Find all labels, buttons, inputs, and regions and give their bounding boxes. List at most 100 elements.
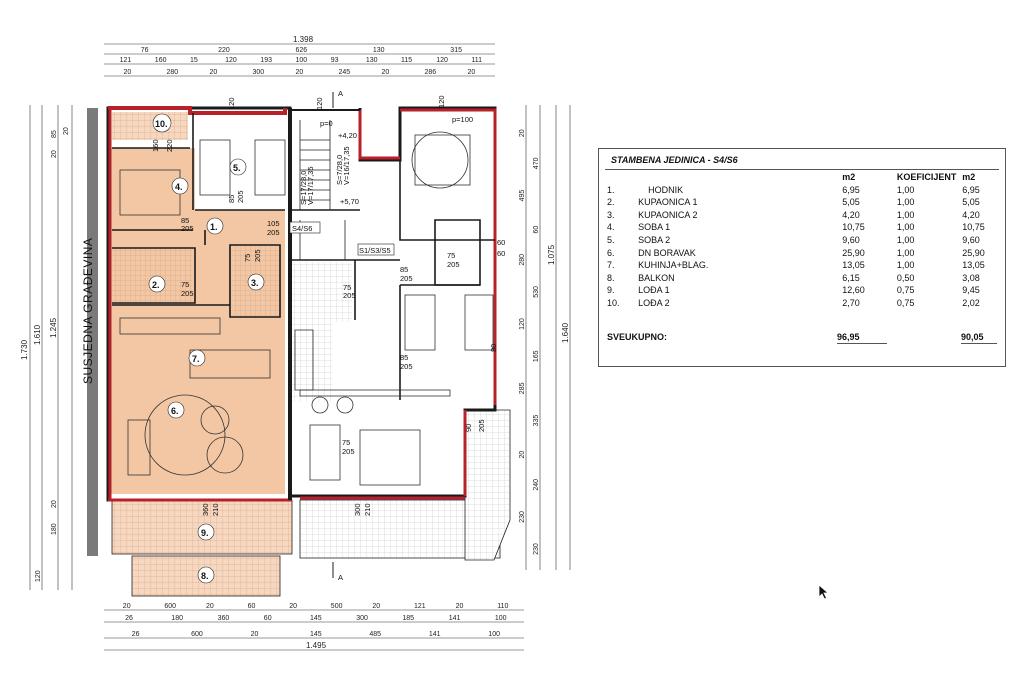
dim-label: 26 xyxy=(132,631,140,638)
level-p0: p=0 xyxy=(320,119,333,128)
area-cell-k: 1,00 xyxy=(896,222,915,233)
dim-label: 20 xyxy=(519,129,526,137)
dim-label: 20 xyxy=(382,69,390,76)
door-dims: 85 205 75 205 75 205 85 205 105 205 75 2… xyxy=(151,95,505,516)
total-m2: 96,95 xyxy=(837,332,860,342)
left-total2-dim: 1.610 xyxy=(33,324,42,345)
area-cell-m2: 4,20 xyxy=(842,209,860,220)
svg-text:205: 205 xyxy=(343,291,356,300)
area-cell-name: SOBA 1 xyxy=(638,222,671,233)
area-cell-num: 8. xyxy=(607,272,615,283)
dim-label: 145 xyxy=(310,615,322,622)
svg-text:85: 85 xyxy=(51,130,58,138)
dim-label: 300 xyxy=(253,69,265,76)
svg-text:120: 120 xyxy=(227,97,236,110)
room-9-number: 9. xyxy=(201,528,209,538)
svg-text:205: 205 xyxy=(400,274,413,283)
area-cell-m2: 5,05 xyxy=(842,197,860,208)
dim-label: 20 xyxy=(468,69,476,76)
dim-label: 335 xyxy=(533,415,540,427)
svg-text:85: 85 xyxy=(227,195,236,203)
svg-text:210: 210 xyxy=(211,503,220,516)
inner-walls xyxy=(112,113,495,400)
floor-plan: SUSJEDNA GRAĐEVINA xyxy=(20,35,571,651)
svg-text:160: 160 xyxy=(151,139,160,152)
area-cell-num: 1. xyxy=(607,184,615,195)
svg-text:20: 20 xyxy=(63,127,70,135)
svg-text:75: 75 xyxy=(243,254,252,262)
area-cell-m2b: 13,05 xyxy=(962,260,985,271)
area-cell-name: LOĐA 1 xyxy=(638,285,670,296)
dim-label: 165 xyxy=(533,350,540,362)
dim-label: 193 xyxy=(260,57,272,64)
svg-text:205: 205 xyxy=(342,447,355,456)
dim-label: 286 xyxy=(425,69,437,76)
header-m2b: m2 xyxy=(962,172,976,182)
dim-label: 20 xyxy=(289,603,297,610)
area-table: STAMBENA JEDINICA - S4/S6 m2 KOEFICIJENT… xyxy=(598,148,1006,367)
room-10-number: 10. xyxy=(155,119,168,129)
dim-label: 230 xyxy=(519,511,526,523)
area-cell-k: 1,00 xyxy=(896,209,915,220)
area-cell-num: 7. xyxy=(607,260,615,271)
dim-label: 160 xyxy=(155,57,167,64)
dim-label: 20 xyxy=(124,69,132,76)
area-cell-k: 1,00 xyxy=(896,197,915,208)
svg-text:75: 75 xyxy=(447,251,455,260)
furniture xyxy=(119,131,494,486)
dim-label: 115 xyxy=(401,57,412,64)
dim-label: 120 xyxy=(225,57,237,64)
terrace-right-balcony xyxy=(464,409,511,561)
loggia-10 xyxy=(112,112,188,140)
dim-label: 600 xyxy=(191,631,203,638)
dim-label: 285 xyxy=(519,382,526,394)
dim-label: 141 xyxy=(429,631,441,638)
section-mark-top: A xyxy=(338,89,343,98)
bathroom-right xyxy=(292,262,352,322)
svg-text:105: 105 xyxy=(267,219,280,228)
svg-text:60: 60 xyxy=(497,249,505,258)
area-cell-num: 2. xyxy=(607,197,615,208)
area-cell-m2b: 4,20 xyxy=(962,209,980,220)
area-cell-name: BALKON xyxy=(638,272,675,283)
dim-label: 60 xyxy=(533,226,540,234)
top-dimensions xyxy=(104,43,495,77)
dim-label: 145 xyxy=(310,631,322,638)
dim-label: 20 xyxy=(123,603,131,610)
room-8-number: 8. xyxy=(201,571,209,581)
svg-text:120: 120 xyxy=(35,570,42,582)
dim-label: 93 xyxy=(331,57,339,64)
area-cell-num: 10. xyxy=(607,297,620,308)
svg-text:120: 120 xyxy=(315,97,324,110)
stair-spec-3: S=7/28,0 xyxy=(335,155,344,185)
stair-spec-2: V=17/17,35 xyxy=(306,166,315,205)
total-label: SVEUKUPNO: xyxy=(607,332,668,342)
svg-text:205: 205 xyxy=(447,260,460,269)
area-cell-m2: 9,60 xyxy=(842,234,860,245)
area-cell-m2b: 5,05 xyxy=(962,197,980,208)
dim-label: 26 xyxy=(125,615,133,622)
area-cell-k: 0,75 xyxy=(896,285,915,296)
area-cell-m2: 2,70 xyxy=(842,297,860,308)
dim-label: 530 xyxy=(533,286,540,298)
dim-label: 180 xyxy=(171,615,183,622)
area-cell-k: 1,00 xyxy=(896,247,915,258)
dim-label: 280 xyxy=(519,254,526,266)
svg-text:360: 360 xyxy=(201,503,210,516)
svg-text:205: 205 xyxy=(400,362,413,371)
room-6-number: 6. xyxy=(171,406,179,416)
room-labels: 1. 2. 3. 4. 5. 6. 7. 8. 9. 10. xyxy=(148,113,265,584)
area-cell-k: 1,00 xyxy=(896,260,915,271)
dim-label: 185 xyxy=(402,615,414,622)
dim-label: 20 xyxy=(251,631,259,638)
unit-s4-s6 xyxy=(110,110,285,494)
